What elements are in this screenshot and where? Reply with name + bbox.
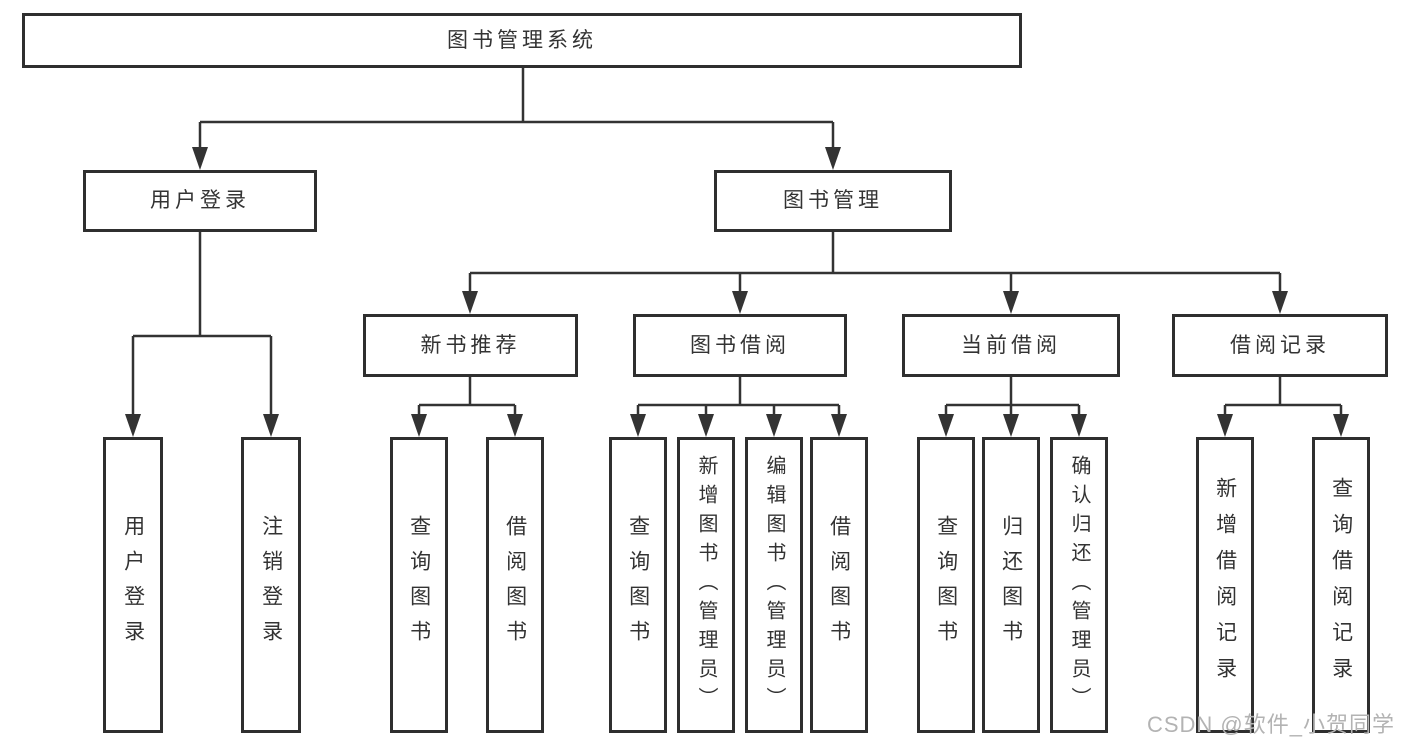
tree-edges <box>131 68 1343 419</box>
leaf-recommend-borrow-books: 借阅图书 <box>486 437 544 733</box>
leaf-current-query-books: 查询图书 <box>917 437 975 733</box>
node-book-management: 图书管理 <box>714 170 952 232</box>
leaf-records-add-borrow-record: 新增借阅记录 <box>1196 437 1254 733</box>
leaf-recommend-query-books: 查询图书 <box>390 437 448 733</box>
node-user-login: 用户登录 <box>83 170 317 232</box>
node-book-borrowing: 图书借阅 <box>633 314 847 377</box>
leaf-user-login: 用户登录 <box>103 437 163 733</box>
node-current-borrowing: 当前借阅 <box>902 314 1120 377</box>
leaf-current-confirm-return-admin: 确认归还（管理员） <box>1050 437 1108 733</box>
node-new-book-recommendation: 新书推荐 <box>363 314 578 377</box>
leaf-borrowing-add-books-admin: 新增图书（管理员） <box>677 437 735 733</box>
leaf-records-query-borrow-record: 查询借阅记录 <box>1312 437 1370 733</box>
node-borrowing-records: 借阅记录 <box>1172 314 1388 377</box>
leaf-borrowing-query-books: 查询图书 <box>609 437 667 733</box>
leaf-borrowing-borrow-books: 借阅图书 <box>810 437 868 733</box>
leaf-current-return-books: 归还图书 <box>982 437 1040 733</box>
leaf-borrowing-edit-books-admin: 编辑图书（管理员） <box>745 437 803 733</box>
csdn-watermark: CSDN @软件_小贺同学 <box>1146 712 1395 737</box>
leaf-logout-login: 注销登录 <box>241 437 301 733</box>
node-root: 图书管理系统 <box>22 13 1022 68</box>
